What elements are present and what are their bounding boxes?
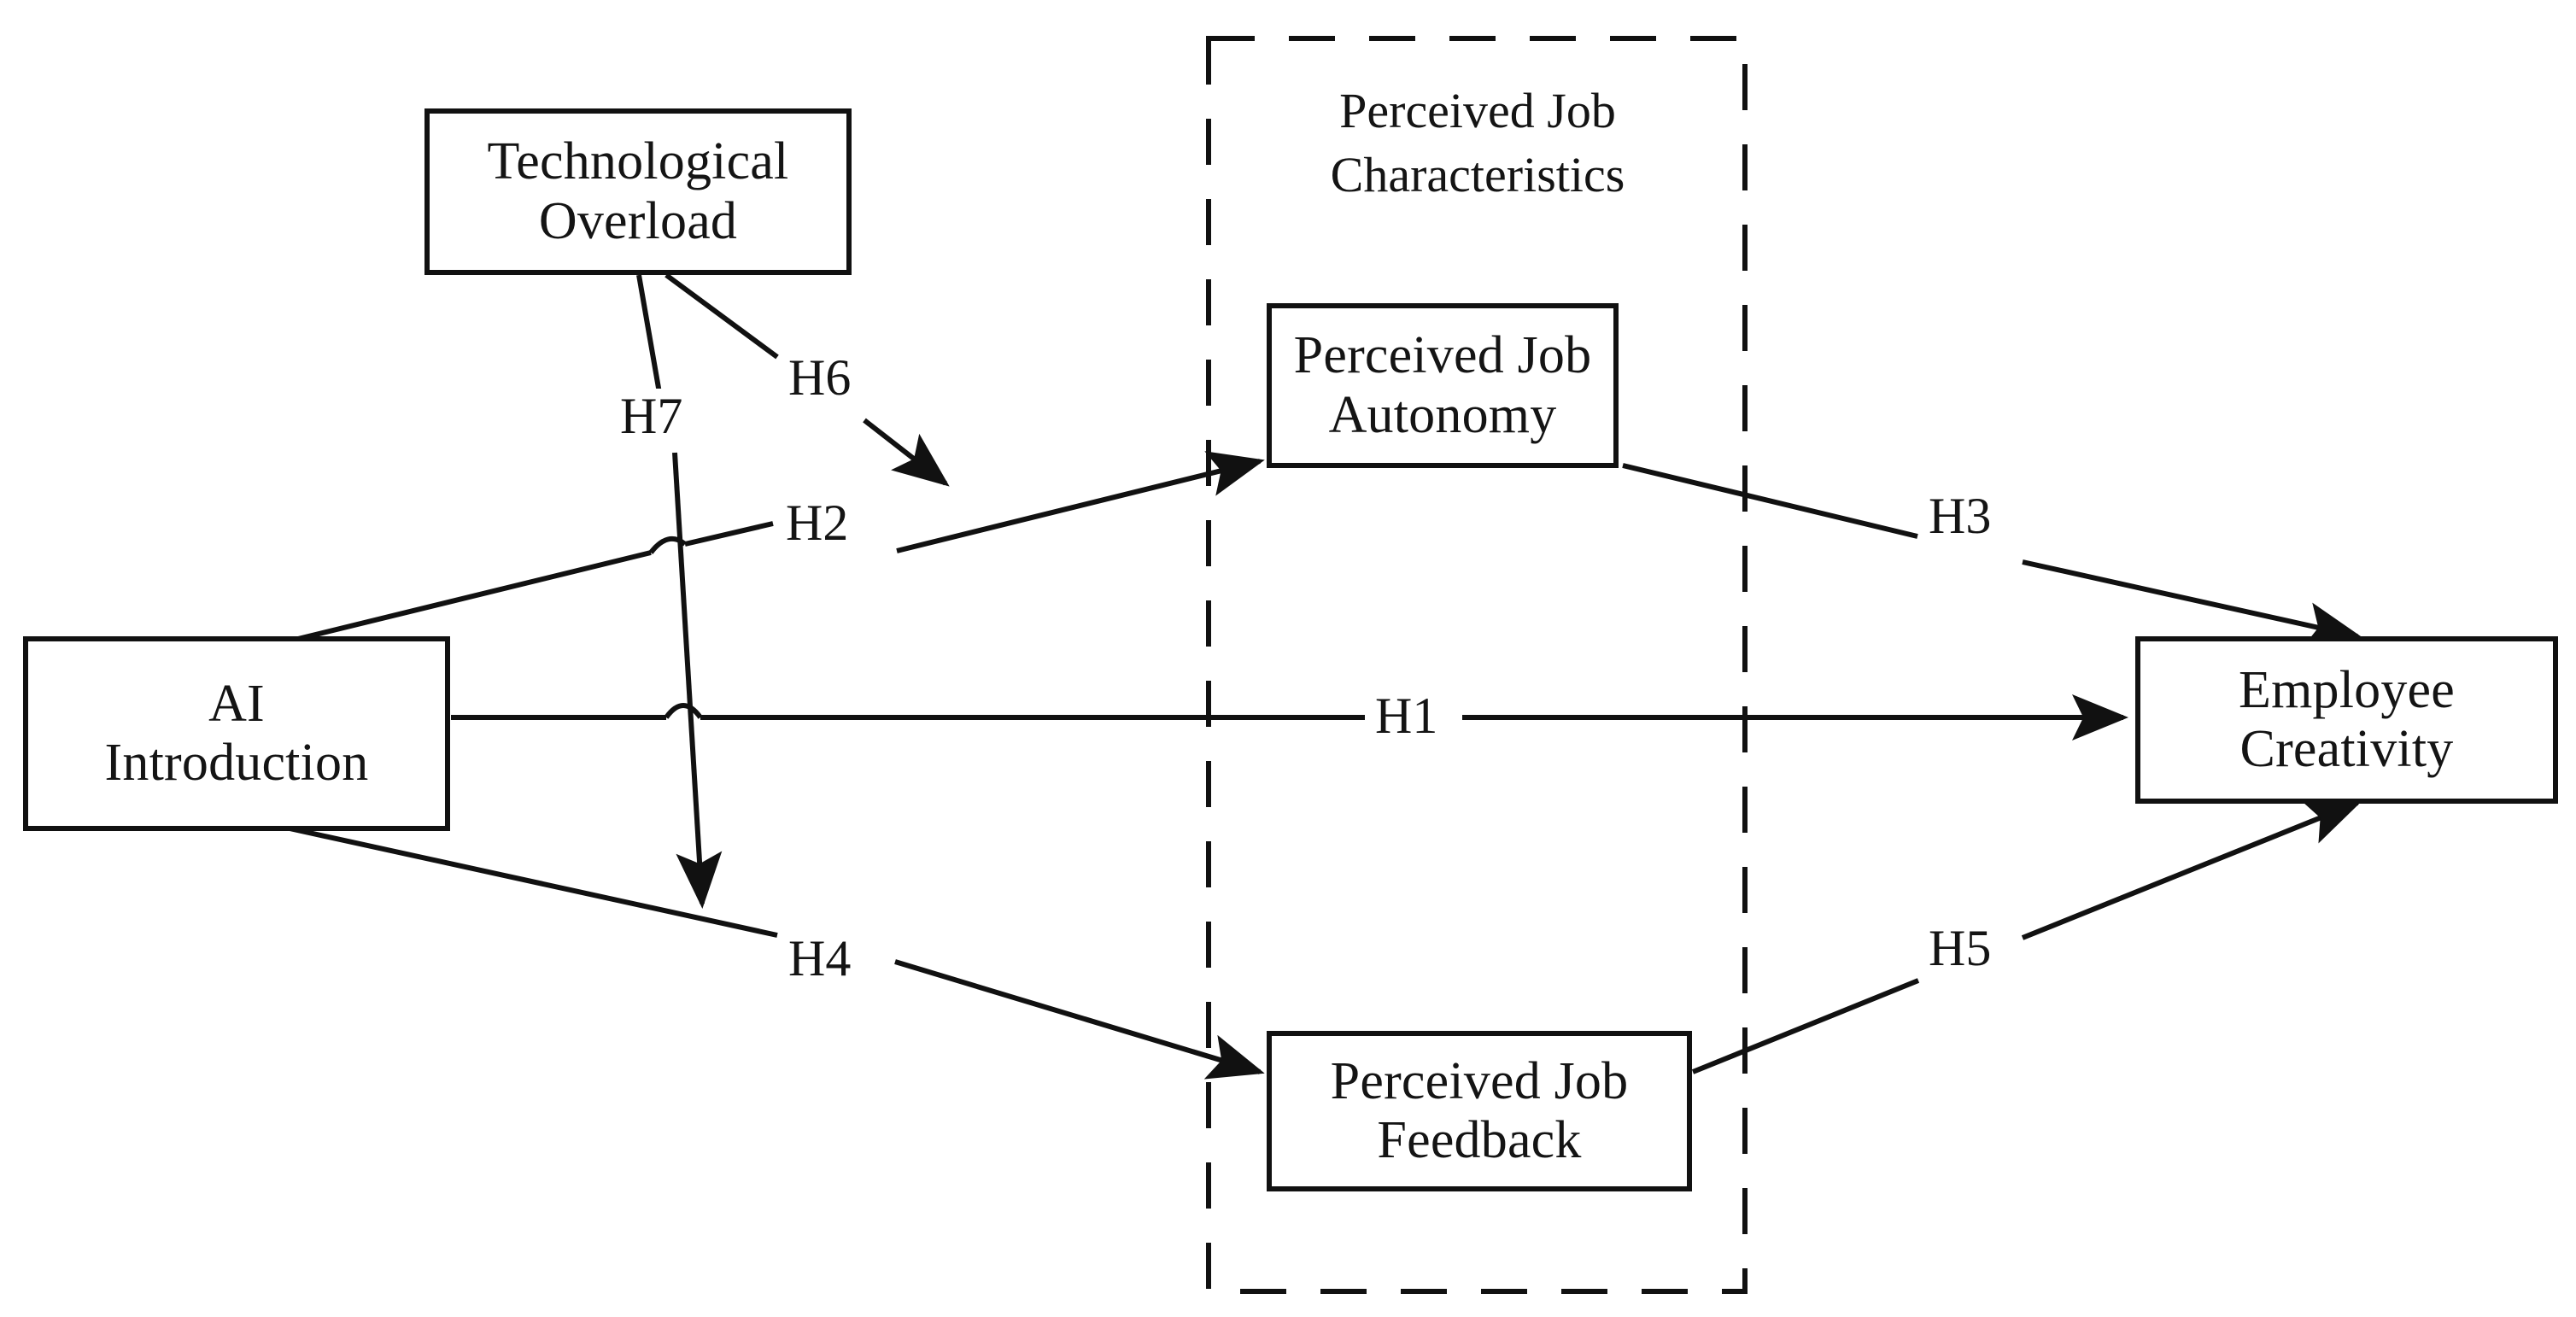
node-perceived-job-autonomy-label: Perceived Job Autonomy <box>1293 326 1592 444</box>
node-perceived-job-feedback[interactable]: Perceived Job Feedback <box>1267 1031 1692 1191</box>
node-perceived-job-autonomy[interactable]: Perceived Job Autonomy <box>1267 303 1619 468</box>
node-technological-overload-label: Technological Overload <box>487 132 789 250</box>
edge-label-h7: H7 <box>613 389 690 443</box>
edge-h7 <box>636 274 723 909</box>
node-ai-introduction[interactable]: AI Introduction <box>23 636 450 831</box>
edge-label-h2: H2 <box>779 495 856 550</box>
edge-label-h4: H4 <box>782 931 858 986</box>
edge-h6 <box>664 272 950 487</box>
perceived-job-characteristics-boundary <box>1206 36 1748 1294</box>
edge-h5 <box>1691 800 2362 1074</box>
edge-h2 <box>255 451 1265 652</box>
edge-h4 <box>281 824 1265 1080</box>
edge-label-h6: H6 <box>782 350 858 405</box>
perceived-job-characteristics-title: Perceived Job Characteristics <box>1330 83 1625 203</box>
node-employee-creativity-label: Employee Creativity <box>2239 660 2455 778</box>
node-perceived-job-feedback-label: Perceived Job Feedback <box>1330 1051 1629 1169</box>
edge-h1 <box>451 694 2128 740</box>
node-technological-overload[interactable]: Technological Overload <box>424 108 852 275</box>
edge-label-h1: H1 <box>1368 688 1445 743</box>
edge-label-h3: H3 <box>1922 489 1999 543</box>
node-employee-creativity[interactable]: Employee Creativity <box>2135 636 2558 804</box>
node-ai-introduction-label: AI Introduction <box>104 674 369 792</box>
edge-h3 <box>1622 463 2362 648</box>
edge-label-h5: H5 <box>1922 921 1999 975</box>
